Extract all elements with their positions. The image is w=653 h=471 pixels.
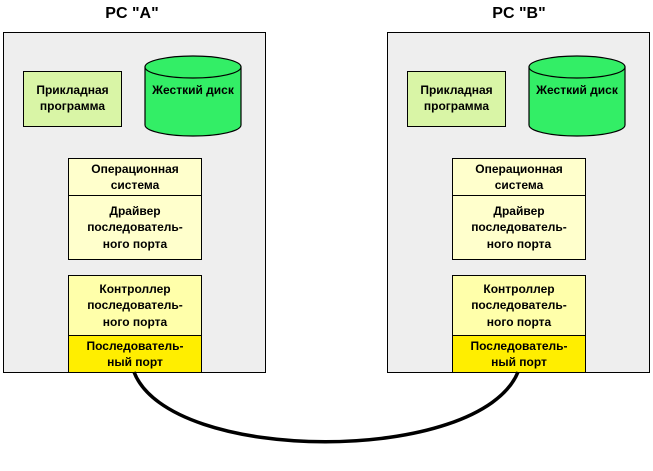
pc-a-title: PC "A" [105,5,159,22]
pc-a-application-box: Прикладная программа [23,71,122,127]
pc-a-disk-cylinder-icon [144,55,242,137]
pc-b-os-layer: Операционная система [453,159,585,196]
pc-a-hardware-stack: Контроллер последователь- ного порта Пос… [68,275,202,373]
pc-a-os-layer: Операционная система [69,159,201,196]
pc-b-controller-layer: Контроллер последователь- ного порта [453,276,585,336]
pc-b-title: PC "B" [492,5,546,22]
pc-a-disk-label: Жесткий диск [152,83,234,97]
pc-a-driver-layer: Драйвер последователь- ного порта [69,196,201,259]
pc-b-disk-label: Жесткий диск [536,83,618,97]
pc-a-serial-port: Последователь- ный порт [69,336,201,372]
pc-b-driver-layer: Драйвер последователь- ного порта [453,196,585,259]
pc-a-box: Прикладная программа Жесткий диск Операц… [3,32,266,373]
pc-b-hard-disk: Жесткий диск [528,55,626,137]
pc-a-application-label: Прикладная программа [36,83,109,113]
cable-curve [132,371,520,444]
pc-b-disk-cylinder-icon [528,55,626,137]
pc-b-application-box: Прикладная программа [407,71,506,127]
pc-b-application-label: Прикладная программа [420,83,493,113]
pc-b-box: Прикладная программа Жесткий диск Операц… [387,32,650,373]
pc-b-hardware-stack: Контроллер последователь- ного порта Пос… [452,275,586,373]
pc-a-controller-layer: Контроллер последователь- ного порта [69,276,201,336]
pc-b-software-stack: Операционная система Драйвер последовате… [452,158,586,260]
pc-a-hard-disk: Жесткий диск [144,55,242,137]
pc-b-serial-port: Последователь- ный порт [453,336,585,372]
pc-a-software-stack: Операционная система Драйвер последовате… [68,158,202,260]
